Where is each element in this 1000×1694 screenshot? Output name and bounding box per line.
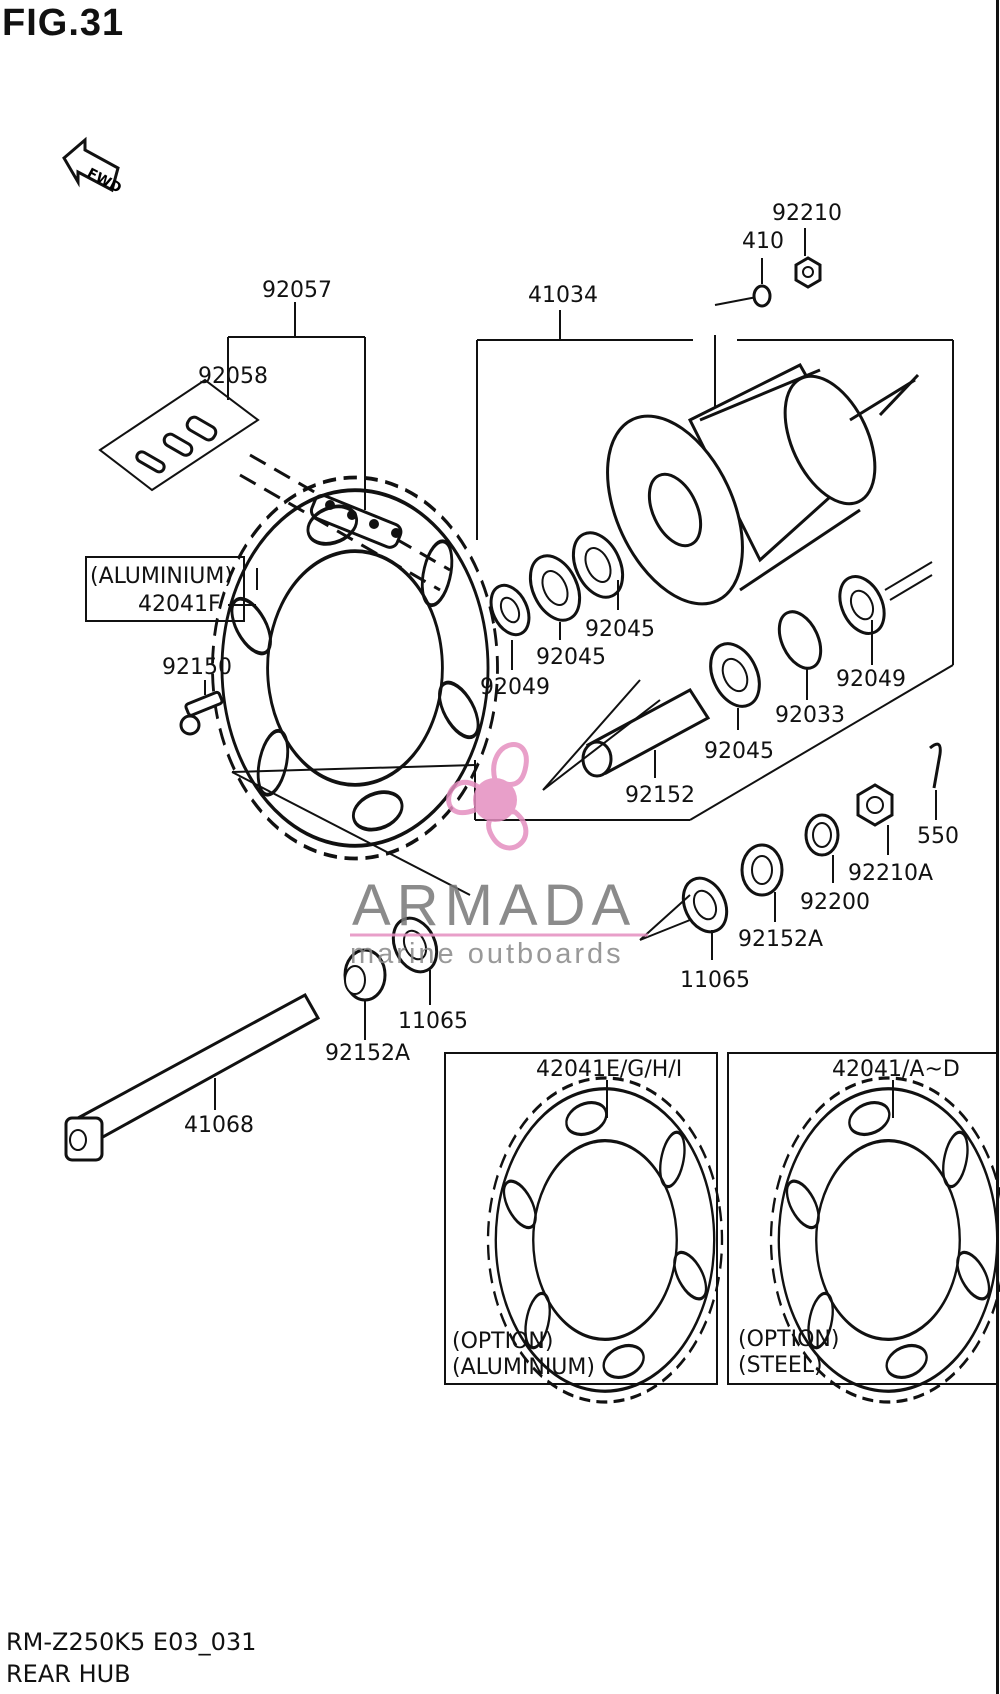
oil-seal-92049-left	[489, 583, 531, 670]
label-92058: 92058	[198, 364, 268, 389]
collar-92152A-left	[343, 948, 387, 1040]
option-label-2: (OPTION)	[738, 1327, 839, 1352]
hub-assembly-box	[474, 295, 954, 821]
oil-seal-92049-right	[838, 561, 933, 665]
label-92033: 92033	[775, 703, 845, 728]
label-92150: 92150	[162, 655, 232, 680]
label-92057: 92057	[262, 278, 332, 303]
label-11065-left: 11065	[398, 1009, 468, 1034]
option-label-steel: (STEEL)	[738, 1353, 823, 1378]
label-92045-b: 92045	[585, 617, 655, 642]
option-box-aluminium	[444, 1052, 718, 1385]
label-92045-c: 92045	[704, 739, 774, 764]
label-92045-a: 92045	[536, 645, 606, 670]
label-92200: 92200	[800, 890, 870, 915]
oil-seal-11065-right	[639, 876, 729, 960]
bolt-92150	[179, 680, 224, 736]
leader-92057	[227, 302, 366, 510]
fwd-arrow-icon: FWD	[62, 136, 124, 197]
circlip-92033	[777, 610, 823, 700]
label-41068: 41068	[184, 1113, 254, 1138]
label-92049-right: 92049	[836, 667, 906, 692]
label-42041EGHI: 42041E/G/H/I	[536, 1057, 682, 1082]
page-border	[996, 0, 999, 1694]
label-42041F: 42041F	[138, 592, 221, 617]
label-410: 410	[742, 229, 784, 254]
label-42041AD: 42041/A~D	[832, 1057, 960, 1082]
collar-92152A-right	[740, 843, 784, 922]
castle-nut-92210A	[856, 783, 894, 855]
label-aluminium: (ALUMINIUM)	[90, 564, 233, 589]
watermark-title: ARMADA	[352, 873, 636, 938]
label-92210: 92210	[772, 201, 842, 226]
option-sprocket-steel	[747, 1046, 1000, 1434]
figure-title: FIG.31	[2, 2, 125, 44]
master-link-kit	[98, 378, 260, 492]
spacer-92152	[542, 679, 711, 791]
bearing-92045-b	[571, 531, 625, 610]
label-11065-right: 11065	[680, 968, 750, 993]
propeller-logo-icon	[446, 742, 529, 851]
watermark: ARMADA marine outboards	[350, 742, 648, 970]
label-92210A: 92210A	[848, 861, 933, 886]
washer-410	[752, 258, 772, 308]
bearing-92045-c	[709, 642, 761, 730]
drive-chain	[239, 453, 451, 592]
label-92152A-left: 92152A	[325, 1041, 410, 1066]
label-92152: 92152	[625, 783, 695, 808]
bearing-92045-a	[528, 554, 582, 640]
option-label-1: (OPTION)	[452, 1329, 553, 1354]
model-code: RM-Z250K5 E03_031	[6, 1628, 257, 1656]
oil-seal-11065-left	[231, 764, 476, 1005]
rear-hub-body	[606, 363, 920, 606]
label-92152A-right: 92152A	[738, 927, 823, 952]
axle-41068	[64, 992, 321, 1162]
washer-92200	[804, 813, 840, 883]
label-550: 550	[917, 824, 959, 849]
label-92049-left: 92049	[480, 675, 550, 700]
option-label-aluminium: (ALUMINIUM)	[452, 1355, 595, 1380]
sprocket-label-box	[85, 556, 245, 622]
watermark-subtitle: marine outboards	[350, 938, 624, 970]
nut-92210	[794, 228, 822, 289]
cotter-pin-550	[929, 742, 942, 820]
figure-name: REAR HUB	[6, 1660, 131, 1688]
option-box-steel	[727, 1052, 999, 1385]
option-sprocket-aluminium	[464, 1046, 746, 1434]
label-41034: 41034	[528, 283, 598, 308]
